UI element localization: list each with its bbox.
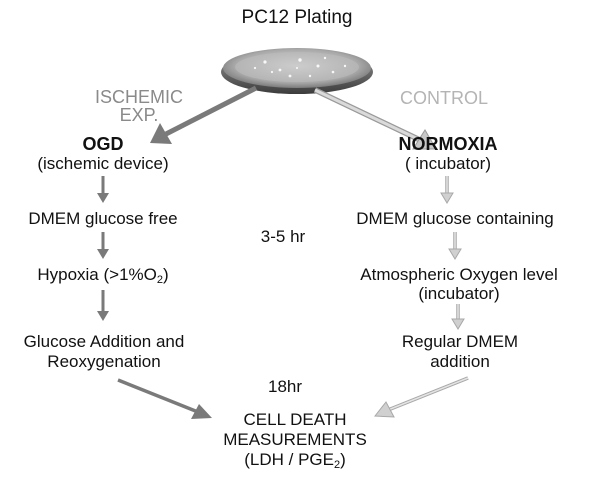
right-step-1-subtitle: ( incubator) bbox=[405, 154, 491, 173]
right-step-2: DMEM glucose containing bbox=[356, 209, 554, 228]
right-step-4-line2: addition bbox=[430, 352, 490, 371]
arrow-right-step-1 bbox=[440, 176, 454, 204]
left-step-1-subtitle: (ischemic device) bbox=[37, 154, 169, 173]
right-branch-header: CONTROL bbox=[399, 88, 489, 108]
diagram-title: PC12 Plating bbox=[241, 7, 353, 28]
arrow-left-branch bbox=[150, 85, 258, 144]
left-branch-header-line1: ISCHEMIC bbox=[94, 87, 184, 107]
right-step-3-line1: Atmospheric Oxygen level bbox=[360, 265, 558, 284]
result-line1: CELL DEATH bbox=[243, 410, 347, 429]
left-step-4-line2: Reoxygenation bbox=[47, 352, 161, 371]
arrow-right-step-3 bbox=[451, 304, 465, 330]
duration-label-2: 18hr bbox=[267, 377, 303, 396]
right-step-3-line2: (incubator) bbox=[418, 284, 500, 303]
right-step-4-line1: Regular DMEM bbox=[401, 332, 519, 351]
left-step-1-title: OGD bbox=[82, 134, 124, 154]
arrow-left-to-result bbox=[117, 378, 212, 419]
arrow-right-branch bbox=[313, 87, 437, 150]
arrow-right-step-2 bbox=[448, 232, 462, 260]
arrow-right-to-result bbox=[374, 376, 469, 418]
arrow-left-step-3 bbox=[97, 290, 109, 321]
petri-dish-icon bbox=[221, 48, 373, 94]
left-step-2: DMEM glucose free bbox=[28, 209, 178, 228]
arrow-left-step-2 bbox=[97, 232, 109, 259]
left-step-3: Hypoxia (>1%O2) bbox=[37, 265, 169, 286]
left-branch-header-line2: EXP. bbox=[119, 105, 159, 125]
result-line2: MEASUREMENTS bbox=[223, 430, 367, 449]
left-step-4-line1: Glucose Addition and bbox=[23, 332, 185, 351]
duration-label-1: 3-5 hr bbox=[260, 227, 306, 246]
arrow-left-step-1 bbox=[97, 176, 109, 203]
result-line3: (LDH / PGE2) bbox=[244, 450, 346, 471]
right-step-1-title: NORMOXIA bbox=[398, 134, 498, 154]
